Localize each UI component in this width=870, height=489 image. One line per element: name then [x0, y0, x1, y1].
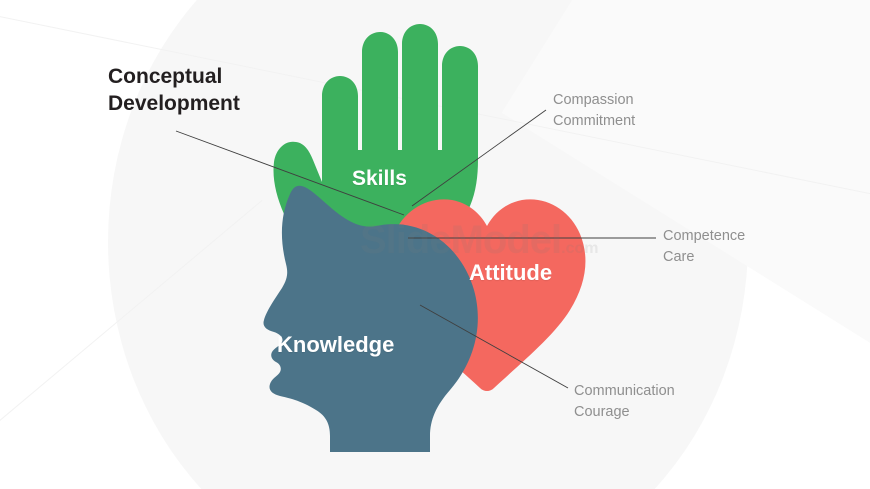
annotation-competence-care: Competence Care	[663, 228, 746, 266]
shape-label-knowledge: Knowledge	[277, 332, 395, 357]
page-title: Conceptual Development	[108, 65, 240, 115]
connector-communication	[419, 304, 569, 389]
shape-label-attitude: Attitude	[469, 260, 553, 285]
annotation-compassion-commitment: Compassion Commitment	[553, 92, 636, 130]
shape-label-skills: Skills	[352, 167, 407, 190]
annotation-communication-courage: Communication Courage	[574, 383, 675, 421]
connector-title	[175, 130, 405, 216]
connector-compassion	[411, 109, 547, 207]
connector-lines	[175, 109, 656, 389]
